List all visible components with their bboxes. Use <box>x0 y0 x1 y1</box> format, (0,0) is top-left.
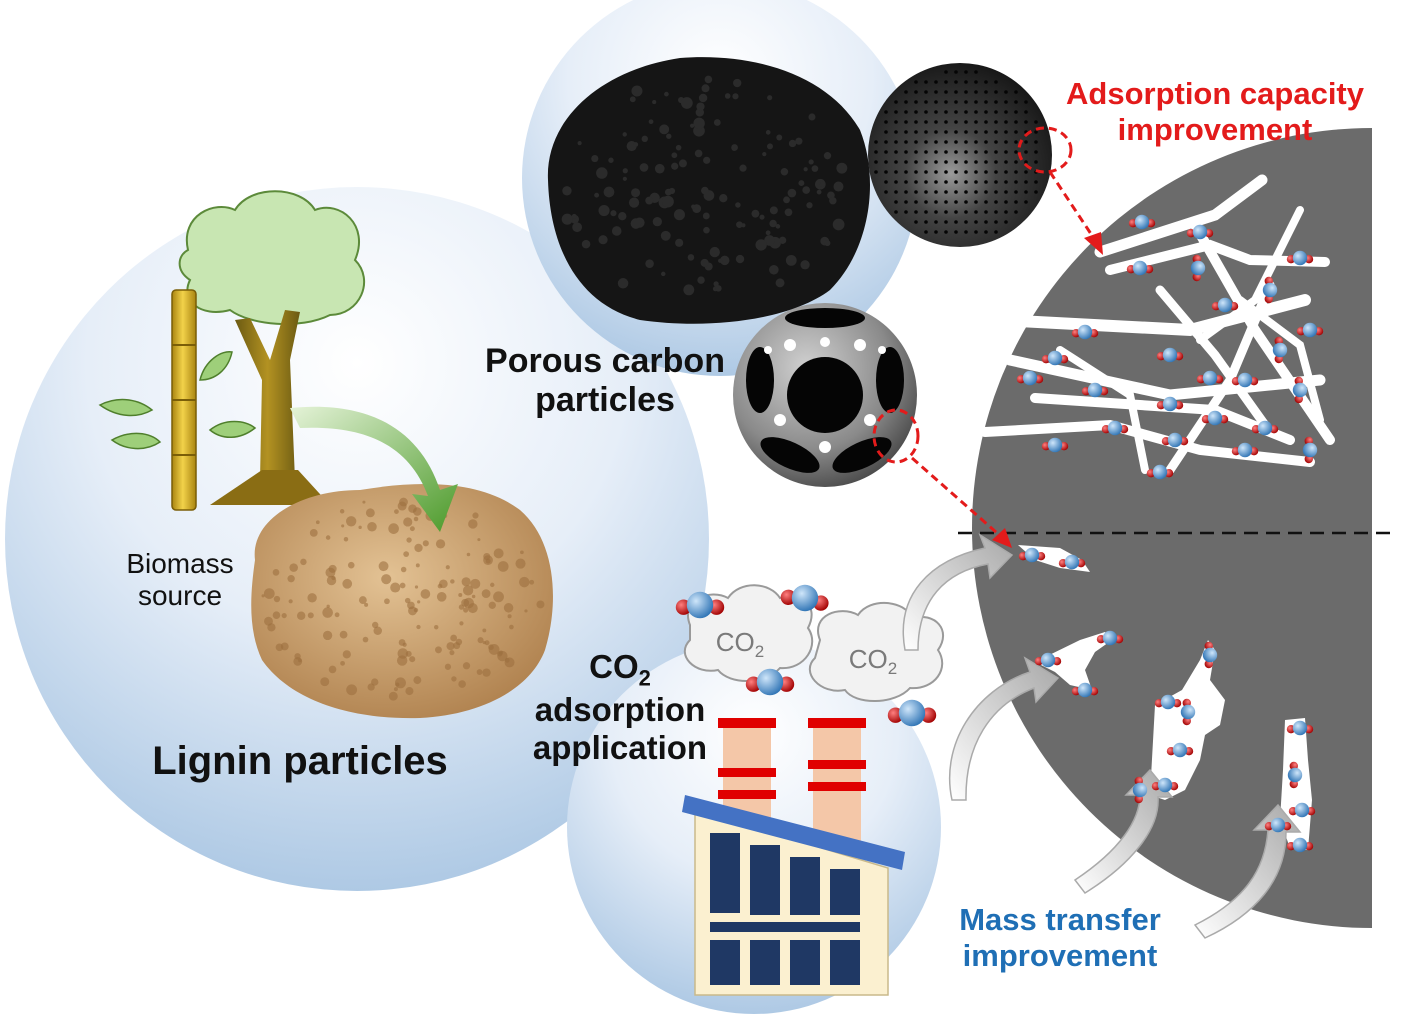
biomass-label: Biomass source <box>100 548 260 612</box>
red-dashed-callouts <box>872 126 1097 542</box>
adsorption-line1: adsorption <box>534 690 706 728</box>
co2-molecule <box>1180 698 1196 726</box>
co2-molecule <box>1071 682 1099 698</box>
co2-molecule <box>1154 694 1182 710</box>
co2-molecule <box>1151 777 1179 793</box>
co2-molecule <box>1058 554 1086 570</box>
gray-arrows <box>902 533 1302 939</box>
co2-molecule <box>1251 420 1279 436</box>
co2-molecule <box>1034 652 1062 668</box>
mass-transfer-label: Mass transfer improvement <box>930 902 1190 973</box>
co2-molecule <box>1128 214 1156 230</box>
adsorption-capacity-label: Adsorption capacity improvement <box>1050 76 1380 147</box>
co2-molecule <box>675 591 725 619</box>
co2-molecule <box>1156 347 1184 363</box>
co2-subscript: 2 <box>638 665 651 691</box>
co2-molecule <box>1016 370 1044 386</box>
biomass-line1: Biomass <box>126 548 234 579</box>
co2-molecule <box>1296 322 1324 338</box>
co2-molecule <box>1202 641 1218 669</box>
mesoporous-sphere <box>733 303 917 487</box>
co2-molecule <box>1262 276 1278 304</box>
lignin-powder <box>251 484 553 719</box>
co2-molecule <box>1286 250 1314 266</box>
cloud-sub-2: 2 <box>887 659 898 679</box>
red-arrowheads <box>992 232 1103 548</box>
co2-molecule <box>1288 802 1316 818</box>
co2-molecule <box>1096 630 1124 646</box>
co2-molecule <box>1041 437 1069 453</box>
cloud-co-2: CO <box>848 644 888 674</box>
co2-molecule <box>1041 350 1069 366</box>
co2-molecule <box>1146 464 1174 480</box>
co2-molecule <box>1211 297 1239 313</box>
cloud-label-2: CO2 <box>833 644 913 679</box>
co2-molecule <box>887 699 937 727</box>
porous-carbon-label: Porous carbon particles <box>470 342 740 420</box>
co2-molecule <box>1231 372 1259 388</box>
co2-molecule <box>1166 742 1194 758</box>
porous-line2: particles <box>535 381 675 420</box>
biomass-plants <box>98 190 366 511</box>
co2-molecule <box>1272 336 1288 364</box>
co2-molecule <box>1196 370 1224 386</box>
lignin-label: Lignin particles <box>152 739 448 783</box>
co2-molecule <box>1081 382 1109 398</box>
co2-molecules <box>675 214 1324 853</box>
co2-molecule <box>1286 837 1314 853</box>
co2-molecule <box>1101 420 1129 436</box>
co2-molecule <box>1156 396 1184 412</box>
co2-molecule <box>1264 817 1292 833</box>
co2-molecule <box>1018 547 1046 563</box>
co2-molecule <box>1132 776 1148 804</box>
mass-line1: Mass transfer <box>959 902 1161 937</box>
co2-molecule <box>1287 761 1303 789</box>
co2-molecule <box>780 584 829 612</box>
cloud-sub-1: 2 <box>754 642 765 662</box>
co2-molecule <box>1071 324 1099 340</box>
factory <box>682 718 905 996</box>
mass-line2: improvement <box>962 937 1158 973</box>
porous-line1: Porous carbon <box>485 342 725 380</box>
co2-molecule <box>1292 376 1308 404</box>
biomass-line2: source <box>137 580 223 612</box>
green-arrow <box>290 406 458 532</box>
co2-molecule <box>1190 254 1206 282</box>
carbon-powder <box>547 57 870 324</box>
co2-molecule <box>1231 442 1259 458</box>
capacity-line1: Adsorption capacity <box>1066 76 1364 111</box>
co2-molecule <box>1186 224 1214 240</box>
co2-molecule <box>745 668 795 696</box>
microporous-sphere <box>868 63 1052 247</box>
co2-prefix: CO <box>589 648 639 685</box>
co2-application-label: CO2 adsorption application <box>510 648 730 767</box>
co2-molecule <box>1201 410 1229 426</box>
co2-molecule <box>1126 260 1154 276</box>
co2-line: CO2 <box>510 648 730 691</box>
adsorption-line2: application <box>532 728 708 766</box>
cloud-co-1: CO <box>715 627 755 657</box>
pore-network-upper <box>980 174 1335 475</box>
cloud-label-1: CO2 <box>700 627 780 662</box>
co2-molecule <box>1302 436 1318 464</box>
capacity-line2: improvement <box>1117 111 1313 147</box>
co2-molecule <box>1286 720 1314 736</box>
co2-molecule <box>1161 432 1189 448</box>
